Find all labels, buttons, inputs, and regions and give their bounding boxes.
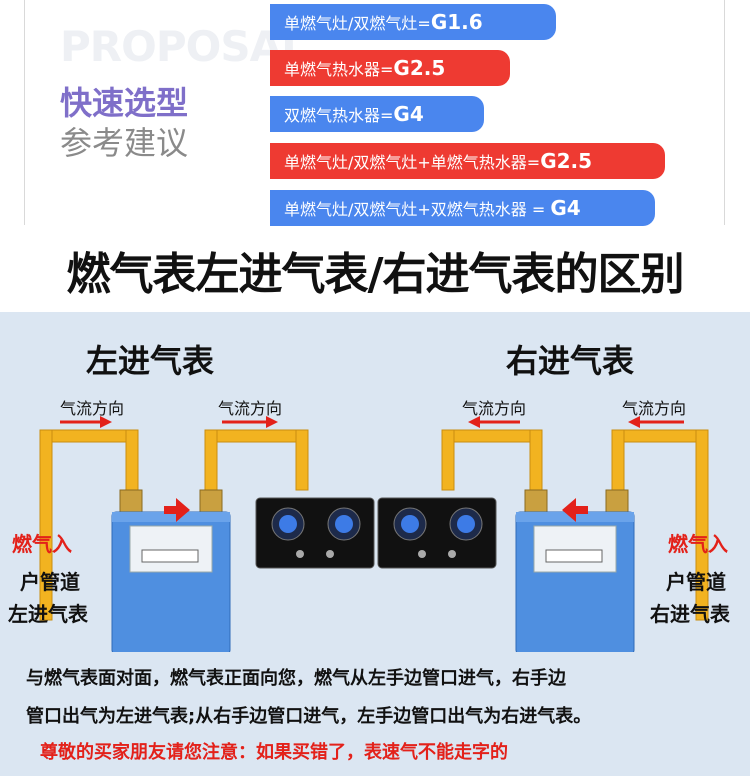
meter-type-label: 左进气表: [8, 602, 88, 626]
divider: [24, 0, 25, 225]
option-value: G1.6: [430, 10, 483, 34]
warning-note: 尊敬的买家朋友请您注意：如果买错了，表速气不能走字的: [40, 742, 508, 763]
panel-heading: 快速选型: [60, 84, 189, 122]
flow-arrow-right: [222, 416, 278, 428]
option-pill: 单燃气灶/双燃气灶=G1.6: [270, 4, 556, 40]
divider: [724, 0, 725, 225]
meter-diagram: [39, 416, 709, 652]
flow-label: 气流方向: [462, 399, 527, 418]
gas-stove: [377, 497, 497, 569]
gas-in-label: 燃气入: [12, 532, 72, 556]
input-arrow: [562, 498, 588, 522]
page-title: 燃气表左进气表/右进气表的区别: [66, 249, 684, 300]
description-line: 管口出气为左进气表;从右手边管口进气，左手边管口出气为右进气表。: [26, 706, 592, 727]
gas-in-label: 燃气入: [668, 532, 728, 556]
option-value: G4: [393, 102, 424, 126]
option-text: 双燃气热水器=: [284, 106, 394, 125]
gas-meter: [111, 489, 231, 652]
flow-label: 气流方向: [622, 399, 687, 418]
flow-label: 气流方向: [218, 399, 283, 418]
option-pill: 双燃气热水器=G4: [270, 96, 484, 132]
flow-arrow-left: [628, 416, 684, 428]
option-value: G2.5: [393, 56, 446, 80]
right-heading: 右进气表: [506, 342, 635, 380]
option-pill: 单燃气灶/双燃气灶+双燃气热水器 = G4: [270, 190, 655, 226]
option-text: 单燃气灶/双燃气灶+单燃气热水器=: [284, 153, 541, 172]
panel-subheading: 参考建议: [60, 124, 189, 162]
left-heading: 左进气表: [86, 342, 215, 380]
pipe-label: 户管道: [20, 570, 80, 594]
option-text: 单燃气灶/双燃气灶=: [284, 14, 431, 33]
option-value: G2.5: [540, 149, 593, 173]
watermark: PROPOSAL: [60, 22, 308, 71]
pipe: [39, 429, 309, 621]
gas-stove: [255, 497, 375, 569]
option-text: 单燃气灶/双燃气灶+双燃气热水器 =: [284, 200, 551, 219]
option-text: 单燃气热水器=: [284, 60, 394, 79]
pipe-label: 户管道: [666, 570, 726, 594]
option-pill: 单燃气灶/双燃气灶+单燃气热水器=G2.5: [270, 143, 665, 179]
input-arrow: [164, 498, 190, 522]
description-line: 与燃气表面对面，燃气表正面向您，燃气从左手边管口进气，右手边: [26, 668, 566, 689]
flow-arrow-left: [468, 416, 520, 428]
option-value: G4: [550, 196, 581, 220]
pipe: [441, 429, 709, 621]
flow-label: 气流方向: [60, 399, 125, 418]
option-pill: 单燃气热水器=G2.5: [270, 50, 510, 86]
flow-arrow-right: [60, 416, 112, 428]
meter-type-label: 右进气表: [650, 602, 730, 626]
recommendation-panel: PROPOSAL 快速选型 参考建议 单燃气灶/双燃气灶=G1.6 单燃气热水器…: [0, 0, 750, 238]
